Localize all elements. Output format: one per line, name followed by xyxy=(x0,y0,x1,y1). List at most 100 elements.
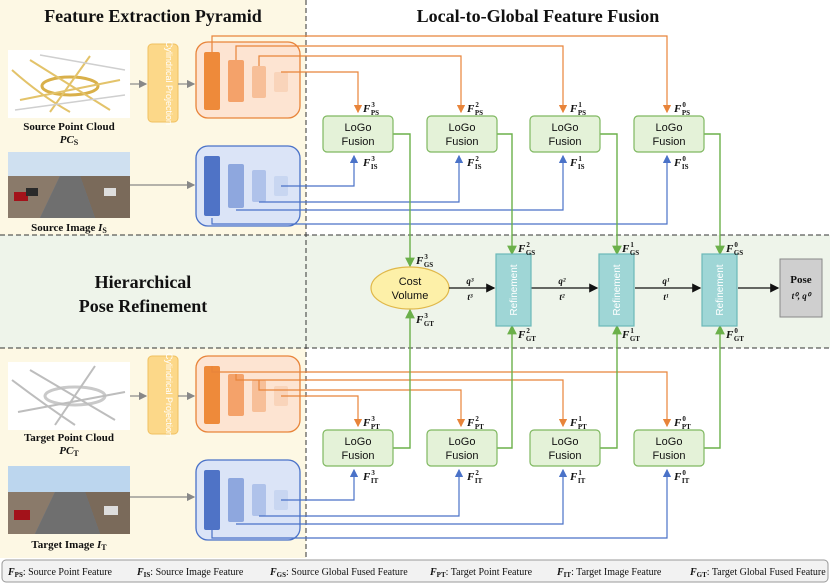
target-point-pyramid xyxy=(195,355,301,433)
refinement-block-3: Refinement xyxy=(701,253,738,327)
legend-item-is: FIS: Source Image Feature xyxy=(136,567,244,579)
label-q-2: q² xyxy=(558,276,566,286)
label-t-1: t¹ xyxy=(663,292,669,302)
legend-item-gt: FGT: Target Global Fused Feature xyxy=(689,567,826,579)
target-image-pyramid xyxy=(195,459,301,541)
source-camera-image xyxy=(8,152,130,218)
svg-text:Refinement: Refinement xyxy=(715,264,726,315)
source-image-pyramid xyxy=(195,145,301,227)
pyramid-title: Feature Extraction Pyramid xyxy=(44,6,262,26)
source-image-caption: Source Image IS xyxy=(31,222,107,235)
pose-transfer-labels: q³ t³ q² t² q¹ t¹ xyxy=(466,276,670,302)
svg-text:Fusion: Fusion xyxy=(445,450,478,462)
refinement-block-2: Refinement xyxy=(598,253,635,327)
svg-text:Fusion: Fusion xyxy=(548,136,581,148)
svg-text:Volume: Volume xyxy=(392,290,429,302)
refinement-blocks: Refinement Refinement Refinement xyxy=(495,253,738,327)
cost-volume: Cost Volume xyxy=(370,266,450,310)
refinement-title-line2: Pose Refinement xyxy=(79,296,207,316)
svg-text:Refinement: Refinement xyxy=(612,264,623,315)
svg-text:Refinement: Refinement xyxy=(509,264,520,315)
label-q-3: q³ xyxy=(466,276,474,286)
svg-text:Cylindrical Projection: Cylindrical Projection xyxy=(164,353,174,437)
source-image-routes xyxy=(211,154,672,225)
label-t-3: t³ xyxy=(467,292,473,302)
cylindrical-projection-target: Cylindrical Projection xyxy=(147,353,179,437)
source-point-cloud-image xyxy=(8,50,130,118)
target-point-routes xyxy=(211,366,672,428)
fusion-title: Local-to-Global Feature Fusion xyxy=(417,6,660,26)
target-pc-symbol: PCT xyxy=(59,445,79,458)
source-pc-caption: Source Point Cloud xyxy=(23,121,114,133)
target-image-routes xyxy=(211,468,672,539)
svg-text:LoGo: LoGo xyxy=(449,122,476,134)
svg-text:LoGo: LoGo xyxy=(656,122,683,134)
target-pc-caption: Target Point Cloud xyxy=(24,432,114,444)
pose-output: Pose t⁰, q⁰ xyxy=(779,258,823,318)
legend-item-it: FIT: Target Image Feature xyxy=(556,567,662,579)
svg-text:LoGo: LoGo xyxy=(345,436,372,448)
svg-text:LoGo: LoGo xyxy=(552,436,579,448)
svg-text:Fusion: Fusion xyxy=(548,450,581,462)
label-q-1: q¹ xyxy=(662,276,670,286)
label-t-2: t² xyxy=(559,292,565,302)
legend-box xyxy=(1,559,829,583)
target-image-caption: Target Image IT xyxy=(31,539,107,552)
svg-text:Pose: Pose xyxy=(790,274,812,286)
cylindrical-projection-source: Cylindrical Projection xyxy=(147,41,179,125)
svg-text:Fusion: Fusion xyxy=(652,450,685,462)
svg-text:LoGo: LoGo xyxy=(656,436,683,448)
target-point-cloud-image xyxy=(8,362,130,430)
target-camera-image xyxy=(8,466,130,534)
legend: FPS: Source Point Feature FIS: Source Ima… xyxy=(7,567,826,579)
refinement-block-1: Refinement xyxy=(495,253,532,327)
svg-text:LoGo: LoGo xyxy=(345,122,372,134)
svg-text:t⁰, q⁰: t⁰, q⁰ xyxy=(792,291,812,301)
source-pc-symbol: PCS xyxy=(60,134,79,147)
source-point-routes xyxy=(211,35,672,114)
refinement-title-line1: Hierarchical xyxy=(95,272,192,292)
svg-text:LoGo: LoGo xyxy=(449,436,476,448)
svg-text:Fusion: Fusion xyxy=(652,136,685,148)
legend-item-gs: FGS: Source Global Fused Feature xyxy=(269,567,408,579)
svg-text:Cylindrical Projection: Cylindrical Projection xyxy=(164,41,174,125)
svg-text:LoGo: LoGo xyxy=(552,122,579,134)
legend-item-ps: FPS: Source Point Feature xyxy=(7,567,113,579)
svg-text:Cost: Cost xyxy=(399,276,422,288)
source-point-pyramid xyxy=(195,41,301,119)
svg-text:Fusion: Fusion xyxy=(341,450,374,462)
